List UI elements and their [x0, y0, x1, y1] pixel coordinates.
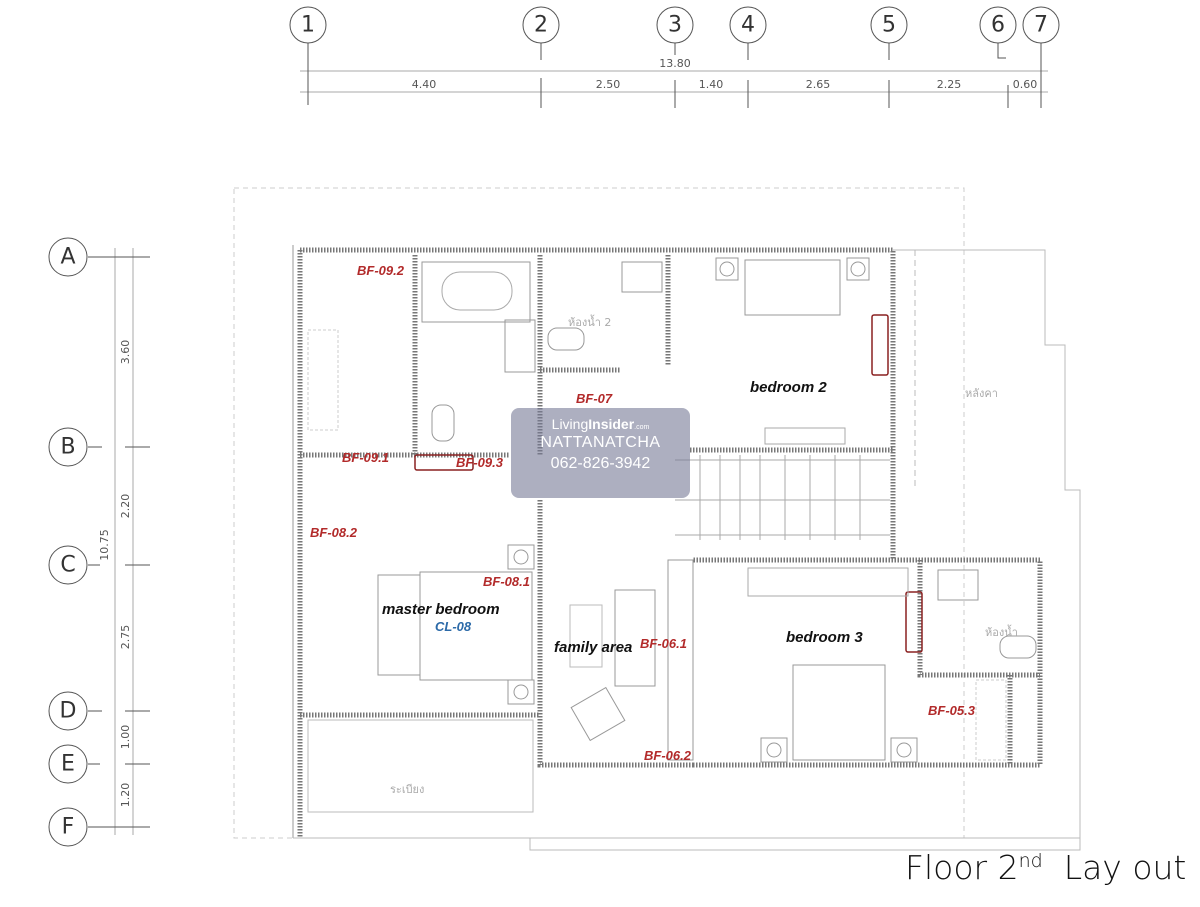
room-label-bath-3: ห้องน้ำ	[985, 624, 1018, 639]
watermark-phone: 062-826-3942	[550, 455, 651, 472]
grid-label-2: 2	[534, 13, 548, 38]
dim-v: 3.60	[119, 340, 132, 365]
grid-label-e: E	[61, 752, 75, 777]
dim-total-v: 10.75	[98, 529, 111, 561]
room-label-balcony: ระเบียง	[390, 783, 424, 796]
dim-h: 4.40	[412, 78, 437, 91]
column-grid	[289, 6, 1060, 108]
room-label-master-bedroom: master bedroom	[382, 601, 500, 618]
grid-label-4: 4	[741, 13, 755, 38]
plan-drawing	[233, 187, 1081, 851]
grid-label-a: A	[60, 245, 75, 270]
row-grid	[48, 237, 150, 847]
plan-title: Floor 2nd Lay out	[905, 848, 1187, 887]
dim-v: 2.20	[119, 494, 132, 519]
grid-label-3: 3	[668, 13, 682, 38]
room-label-roof: หลังคา	[965, 387, 998, 400]
room-label-family-area: family area	[554, 639, 632, 656]
tag-bf-09-1: BF-09.1	[342, 450, 389, 465]
grid-label-1: 1	[301, 13, 315, 38]
dim-h: 0.60	[1013, 78, 1038, 91]
dim-h: 2.50	[596, 78, 621, 91]
grid-label-5: 5	[882, 13, 896, 38]
room-label-bedroom-2: bedroom 2	[750, 379, 827, 396]
dim-h: 2.65	[806, 78, 831, 91]
room-label-bath-2: ห้องน้ำ 2	[568, 314, 611, 329]
tag-bf-07: BF-07	[576, 391, 613, 406]
tag-bf-08-2: BF-08.2	[310, 525, 358, 540]
tag-bf-06-1: BF-06.1	[640, 636, 687, 651]
grid-label-f: F	[62, 815, 75, 840]
grid-label-c: C	[60, 553, 75, 578]
watermark-name: NATTANATCHA	[540, 434, 661, 451]
tag-bf-06-2: BF-06.2	[644, 748, 692, 763]
watermark: LivingInsider.com NATTANATCHA 062-826-39…	[511, 408, 690, 498]
tag-bf-09-2: BF-09.2	[357, 263, 405, 278]
grid-label-7: 7	[1034, 13, 1048, 38]
dim-v: 1.00	[119, 725, 132, 750]
dim-h: 2.25	[937, 78, 962, 91]
grid-label-b: B	[60, 435, 75, 460]
watermark-logo: LivingInsider.com	[551, 416, 650, 432]
grid-label-d: D	[60, 699, 77, 724]
tag-bf-09-3: BF-09.3	[456, 455, 504, 470]
tag-cl-08: CL-08	[435, 619, 472, 634]
dim-v: 2.75	[119, 625, 132, 650]
grid-label-6: 6	[991, 13, 1005, 38]
dim-total-h: 13.80	[659, 57, 691, 70]
dim-h: 1.40	[699, 78, 724, 91]
room-label-bedroom-3: bedroom 3	[786, 629, 863, 646]
dim-v: 1.20	[119, 783, 132, 808]
tag-bf-05-3: BF-05.3	[928, 703, 976, 718]
tag-bf-08-1: BF-08.1	[483, 574, 530, 589]
